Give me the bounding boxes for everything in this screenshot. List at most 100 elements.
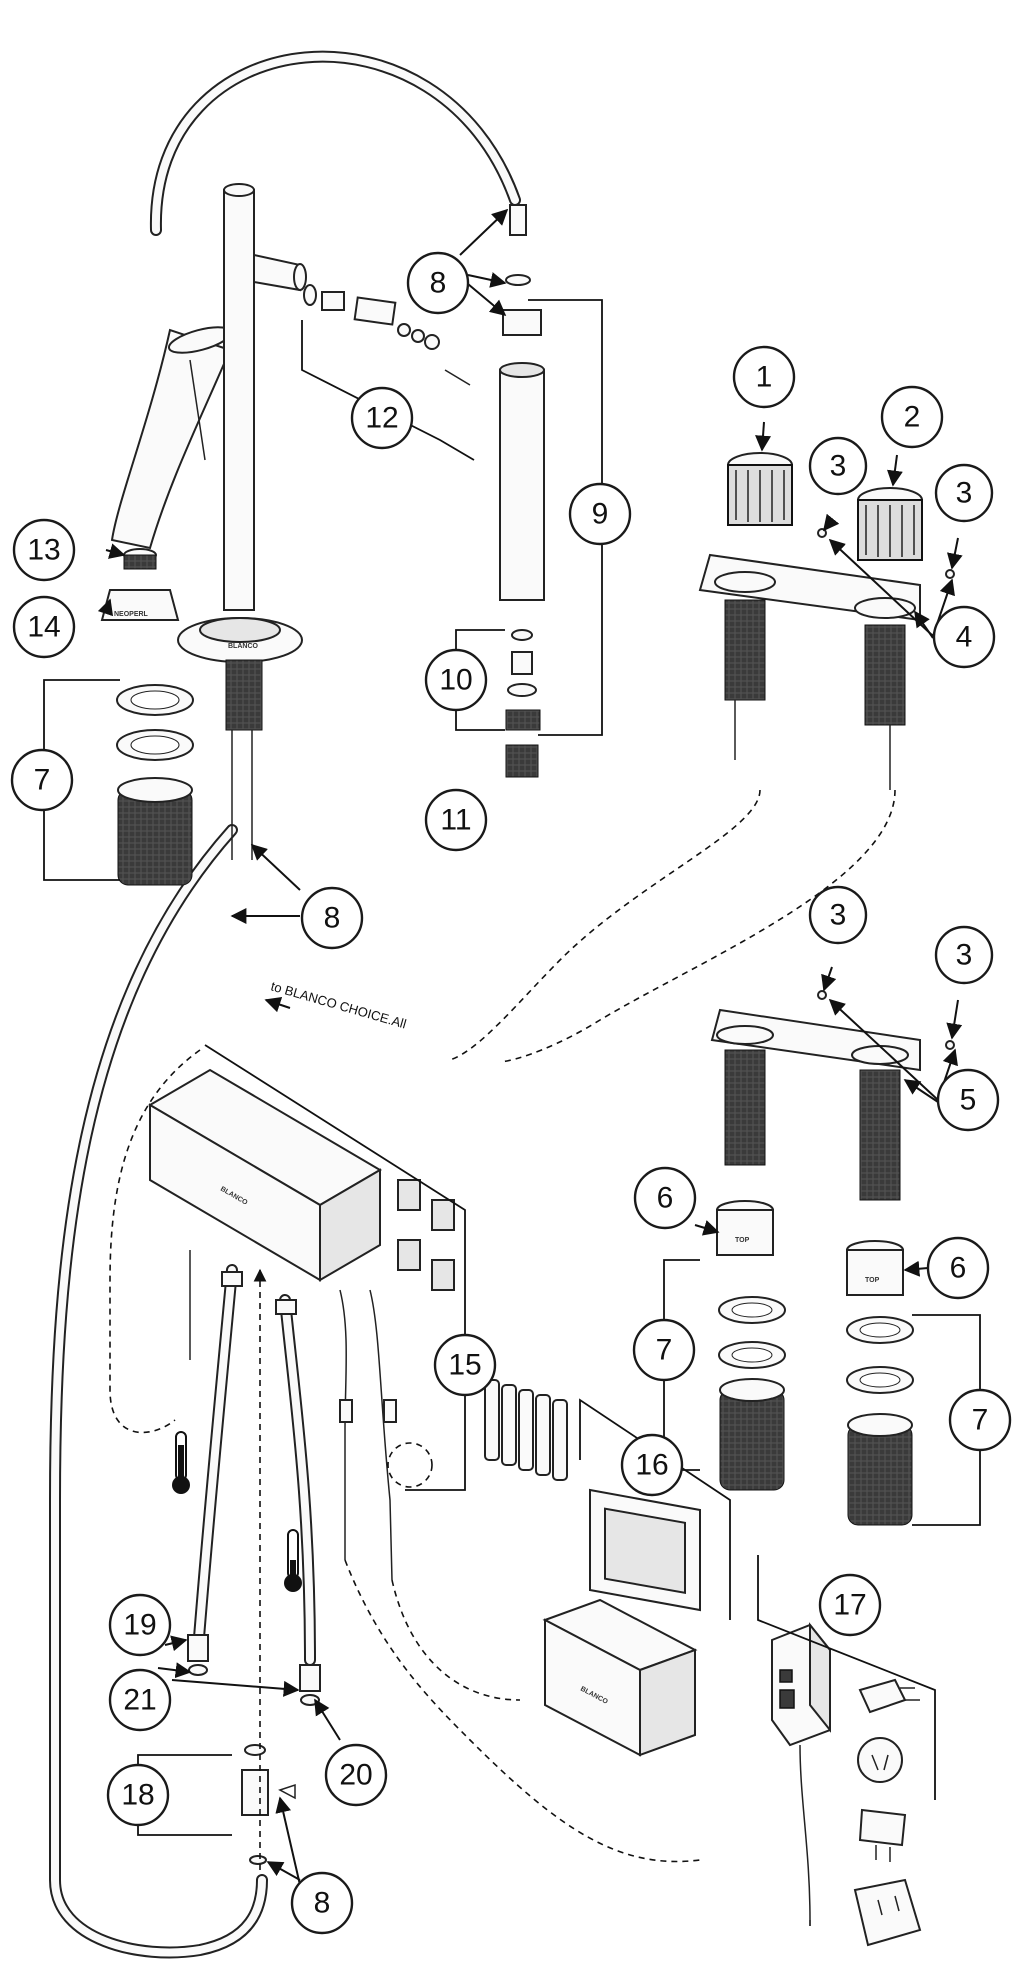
part-16-battery-box: BLANCO: [542, 1488, 701, 1757]
callout-5: 5: [936, 1068, 1000, 1132]
part-15-control-box: BLANCO: [148, 1068, 455, 1581]
cold-thermometer-icon: [284, 1529, 302, 1592]
part-3-screw-d: [945, 1040, 955, 1050]
callout-12: 12: [350, 386, 414, 450]
spacer-mark-left: TOP: [735, 1237, 750, 1244]
part-11-valve-nut: [505, 744, 539, 778]
part-20-cold-fitting: [299, 1664, 321, 1706]
svg-text:14: 14: [27, 611, 60, 644]
svg-text:21: 21: [123, 1684, 156, 1717]
part-18-adapter: [241, 1744, 296, 1865]
part-3-screw-c: [817, 990, 827, 1000]
callout-1: 1: [732, 345, 796, 409]
part-12-exploded-parts: [303, 284, 471, 386]
part-14-aerator-key: NEOPERL: [100, 589, 180, 621]
svg-text:10: 10: [439, 664, 472, 697]
part-3-screw-b: [945, 569, 955, 579]
part-13-aerator: [123, 548, 157, 570]
part-1-left-handle: [727, 452, 793, 526]
part-10-valve-parts: [505, 629, 541, 731]
svg-text:12: 12: [365, 402, 398, 435]
part-5-bridge: [710, 1008, 921, 1201]
callout-11: 11: [424, 788, 488, 852]
aerator-key-mark: NEOPERL: [114, 611, 149, 618]
faucet-brand-mark: BLANCO: [228, 643, 258, 650]
svg-text:7: 7: [34, 764, 51, 797]
part-17-plug-uk: [853, 1878, 922, 1947]
svg-text:6: 6: [950, 1252, 967, 1285]
svg-text:3: 3: [956, 939, 973, 972]
svg-text:7: 7: [972, 1404, 989, 1437]
pull-out-hose: [49, 50, 521, 1959]
part-7-left-mounting-set: [116, 684, 194, 886]
svg-text:9: 9: [592, 498, 609, 531]
spacer-mark-right: TOP: [865, 1277, 880, 1284]
callout-7-a: 7: [10, 748, 74, 812]
svg-text:3: 3: [956, 477, 973, 510]
callout-4: 4: [932, 605, 996, 669]
svg-text:15: 15: [448, 1349, 481, 1382]
part-7-mounting-set-right: [846, 1316, 914, 1526]
callout-3-a: 3: [808, 436, 868, 496]
callout-14: 14: [12, 595, 76, 659]
svg-text:8: 8: [314, 1887, 331, 1920]
annotation-text: to BLANCO CHOICE.All: [269, 978, 408, 1031]
callout-16: 16: [620, 1433, 684, 1497]
part-17-power-adapter: [771, 1622, 831, 1921]
svg-text:13: 13: [27, 534, 60, 567]
part-16-batteries: [484, 1379, 568, 1481]
part-9-spray-tube: [499, 204, 545, 601]
svg-text:2: 2: [904, 401, 921, 434]
part-17-plug-eu: [858, 1678, 920, 1714]
part-17-plug-us: [858, 1808, 907, 1862]
callout-18: 18: [106, 1763, 170, 1827]
svg-text:19: 19: [123, 1609, 156, 1642]
svg-text:6: 6: [657, 1182, 674, 1215]
part-17-plug-au: [857, 1737, 903, 1783]
hot-thermometer-icon: [172, 1431, 190, 1494]
supply-hoses: [192, 1264, 316, 1666]
callout-13: 13: [12, 518, 76, 582]
svg-text:8: 8: [324, 902, 341, 935]
callout-3-d: 3: [934, 925, 994, 985]
callout-8-c: 8: [290, 1871, 354, 1935]
callout-6-b: 6: [926, 1236, 990, 1300]
callout-6-a: 6: [633, 1166, 697, 1230]
svg-text:20: 20: [339, 1759, 372, 1792]
leader-lines: [97, 208, 963, 1886]
svg-text:8: 8: [430, 267, 447, 300]
faucet-body: BLANCO: [110, 183, 307, 860]
callout-20: 20: [324, 1743, 388, 1807]
callout-9: 9: [568, 482, 632, 546]
callout-8-a: 8: [406, 251, 470, 315]
svg-text:17: 17: [833, 1589, 866, 1622]
part-2-right-handle: [857, 487, 923, 561]
svg-text:16: 16: [635, 1449, 668, 1482]
svg-text:5: 5: [960, 1084, 977, 1117]
callout-2: 2: [880, 385, 944, 449]
callout-21: 21: [108, 1668, 172, 1732]
callout-8-b: 8: [300, 886, 364, 950]
part-7-mounting-set-middle: [718, 1296, 786, 1491]
callout-7-b: 7: [632, 1318, 696, 1382]
callout-15: 15: [433, 1333, 497, 1397]
svg-text:7: 7: [656, 1334, 673, 1367]
callout-19: 19: [108, 1593, 172, 1657]
connection-paths: [109, 789, 896, 1930]
callout-10: 10: [424, 648, 488, 712]
svg-text:1: 1: [756, 361, 773, 394]
callout-3-b: 3: [934, 463, 994, 523]
callout-17: 17: [818, 1573, 882, 1637]
part-6-spacer-left: TOP: [716, 1200, 774, 1256]
svg-text:18: 18: [121, 1779, 154, 1812]
svg-text:11: 11: [440, 804, 471, 837]
callout-3-c: 3: [808, 885, 868, 945]
svg-text:3: 3: [830, 899, 847, 932]
part-6-spacer-right: TOP: [846, 1240, 904, 1296]
svg-text:3: 3: [830, 450, 847, 483]
svg-text:4: 4: [956, 621, 973, 654]
part-19-hot-fitting: [187, 1634, 209, 1676]
part-4-handle-bridge: [698, 553, 921, 790]
callout-7-c: 7: [948, 1388, 1012, 1452]
